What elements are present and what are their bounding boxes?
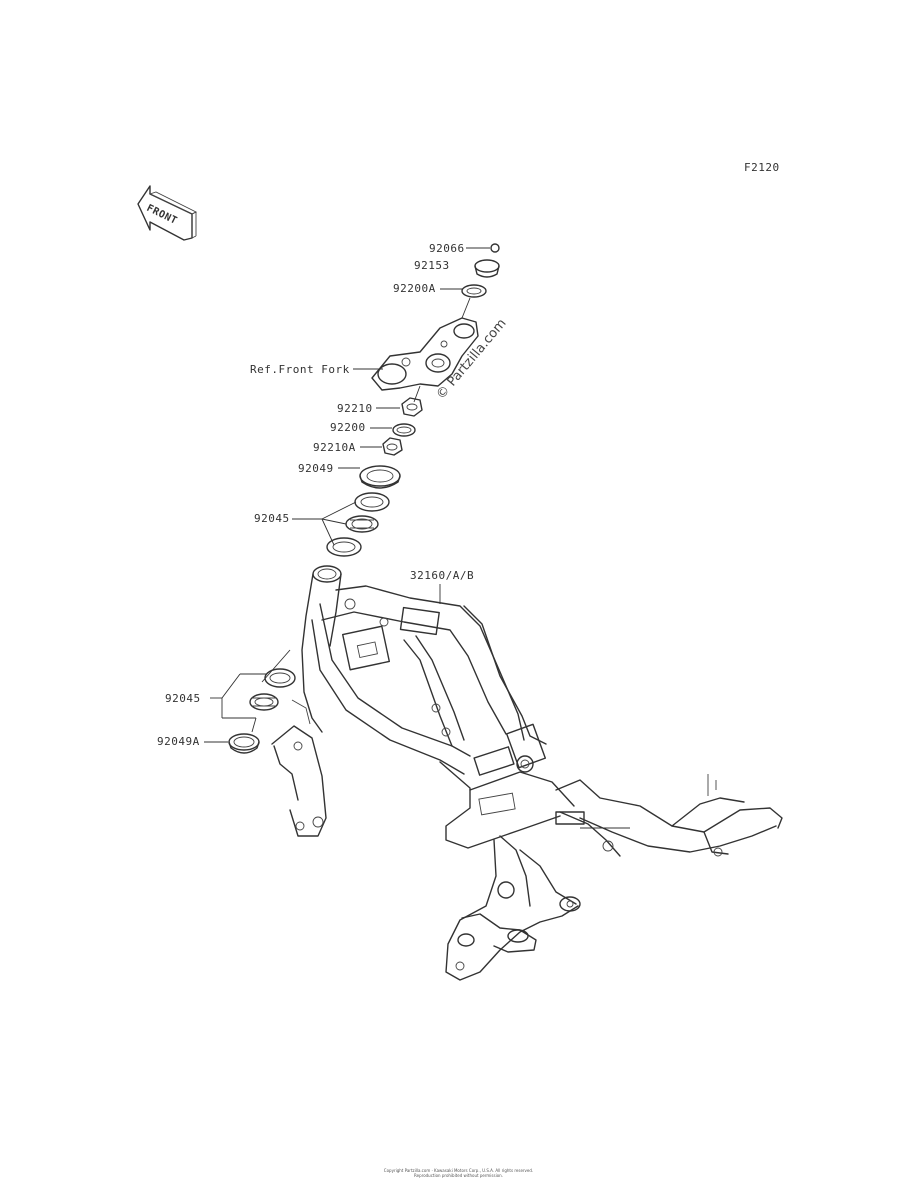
watermark-text: © Partzilla.com (434, 316, 510, 402)
front-arrow-icon: FRONT (137, 185, 198, 241)
callout-ref-front-fork: Ref.Front Fork (250, 363, 350, 376)
callout-92066: 92066 (429, 242, 465, 255)
callout-92049A: 92049A (157, 735, 200, 748)
callout-92210A: 92210A (313, 441, 356, 454)
part-92210[interactable]: 92210 (337, 397, 423, 417)
callout-92045-upper: 92045 (254, 512, 290, 525)
part-92200A[interactable]: 92200A (393, 282, 487, 319)
callout-92153: 92153 (414, 259, 450, 272)
footer: Copyright Partzilla.com · Kawasaki Motor… (0, 1168, 917, 1178)
part-92200[interactable]: 92200 (330, 421, 416, 437)
upper-triple-clamp[interactable]: Ref.Front Fork (250, 317, 479, 403)
part-92153[interactable]: 92153 (414, 259, 500, 278)
part-92045-lower[interactable]: 92045 (165, 649, 296, 733)
callout-92210: 92210 (337, 402, 373, 415)
part-92045-upper[interactable]: 92045 (254, 492, 390, 557)
frame-assembly[interactable]: 32160/A/B (271, 565, 783, 981)
part-92049A[interactable]: 92049A (157, 733, 260, 754)
callout-92200A: 92200A (393, 282, 436, 295)
callout-32160: 32160/A/B (410, 569, 474, 582)
part-92210A[interactable]: 92210A (313, 437, 403, 456)
callout-92200: 92200 (330, 421, 366, 434)
callout-92045-lower: 92045 (165, 692, 201, 705)
part-92049[interactable]: 92049 (298, 462, 401, 489)
callout-92049: 92049 (298, 462, 334, 475)
footer-line-1: Copyright Partzilla.com · Kawasaki Motor… (383, 1168, 534, 1173)
diagram-code: F2120 (744, 161, 780, 174)
part-92066[interactable]: 92066 (429, 242, 500, 255)
footer-line-2: Reproduction prohibited without permissi… (414, 1173, 503, 1178)
